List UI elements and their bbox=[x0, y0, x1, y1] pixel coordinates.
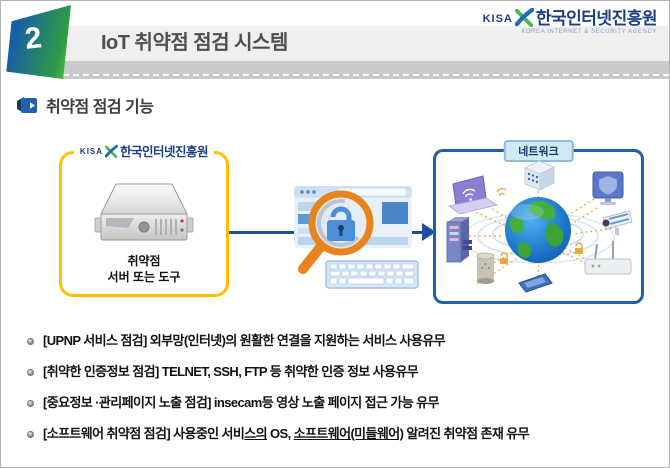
bullet-text: [중요정보 ·관리페이지 노출 점검] insecam등 영상 노출 페이지 접… bbox=[43, 394, 439, 410]
section-heading: 취약점 점검 기능 bbox=[17, 93, 154, 117]
kisa-x-icon bbox=[514, 8, 534, 27]
bullet-text: [취약한 인증정보 점검] TELNET, SSH, FTP 등 취약한 인증 … bbox=[43, 363, 419, 379]
shield-monitor-icon bbox=[592, 171, 624, 205]
page-title: IoT 취약점 점검 시스템 bbox=[101, 32, 288, 54]
router-icon bbox=[584, 241, 632, 275]
list-item: [UPNP 서비스 점검] 외부망(인터넷)의 원활한 연결을 지원하는 서비스… bbox=[27, 333, 661, 349]
bullet-list: [UPNP 서비스 점검] 외부망(인터넷)의 원활한 연결을 지원하는 서비스… bbox=[27, 333, 661, 458]
sphere-bullet-icon bbox=[27, 368, 34, 376]
dashed-line bbox=[63, 74, 669, 76]
kisa-abbr: KISA bbox=[482, 13, 513, 25]
list-item: [취약한 인증정보 점검] TELNET, SSH, FTP 등 취약한 인증 … bbox=[27, 363, 661, 380]
flow-arrow-head bbox=[422, 223, 436, 241]
title-divider bbox=[63, 61, 669, 79]
vulnerability-scanner-box: KISA 한국인터넷진흥원 bbox=[59, 145, 229, 297]
sphere-bullet-icon bbox=[27, 338, 34, 345]
scanner-caption-line2: 서버 또는 도구 bbox=[107, 269, 181, 284]
globe-icon bbox=[505, 197, 571, 263]
speaker-icon bbox=[476, 252, 495, 284]
bullet-text: [소프트웨어 취약점 점검] 사용중인 서비스의 OS, 소프트웨어(미들웨어)… bbox=[43, 425, 530, 441]
bullet-text: [UPNP 서비스 점검] 외부망(인터넷)의 원활한 연결을 지원하는 서비스… bbox=[43, 333, 446, 348]
title-band: IoT 취약점 점검 시스템 bbox=[61, 26, 669, 61]
kisa-x-icon bbox=[105, 145, 119, 158]
nas-tower-icon bbox=[446, 217, 472, 263]
list-item: [소프트웨어 취약점 점검] 사용중인 서비스의 OS, 소프트웨어(미들웨어)… bbox=[27, 425, 661, 442]
network-box: 네트워크 bbox=[433, 140, 644, 304]
magnifier-lock-icon bbox=[298, 190, 374, 274]
sphere-bullet-icon bbox=[27, 399, 34, 407]
cctv-camera-icon bbox=[602, 210, 633, 235]
inspection-illustration bbox=[294, 186, 419, 289]
cube-server-icon bbox=[524, 160, 555, 191]
kisa-org-name: 한국인터넷진흥원 bbox=[535, 9, 658, 28]
page-number: 2 bbox=[22, 21, 43, 56]
scanner-caption: 취약점 서버 또는 도구 bbox=[62, 253, 226, 285]
laptop-icon bbox=[448, 175, 499, 215]
section-heading-label: 취약점 점검 기능 bbox=[46, 99, 154, 116]
kisa-org-name: 한국인터넷진흥원 bbox=[120, 144, 209, 159]
scanner-caption-line1: 취약점 bbox=[127, 253, 161, 268]
kisa-logo-small: KISA 한국인터넷진흥원 bbox=[73, 144, 215, 159]
kisa-org-name-en: KOREA INTERNET & SECURITY AGENCY bbox=[521, 29, 657, 35]
kisa-logo: KISA 한국인터넷진흥원 KOREA INTERNET & SECURITY … bbox=[482, 8, 658, 35]
keyboard-icon bbox=[325, 260, 419, 289]
page-number-shape: 2 bbox=[6, 5, 71, 79]
folded-arrow-icon bbox=[17, 97, 37, 113]
sphere-bullet-icon bbox=[27, 430, 34, 438]
list-item: [중요정보 ·관리페이지 노출 점검] insecam등 영상 노출 페이지 접… bbox=[27, 394, 661, 411]
smartphone-icon bbox=[518, 273, 553, 293]
kisa-abbr: KISA bbox=[79, 147, 104, 156]
wifi-lock-accents bbox=[496, 188, 583, 264]
server-icon bbox=[94, 183, 194, 241]
network-illustration bbox=[446, 160, 633, 293]
